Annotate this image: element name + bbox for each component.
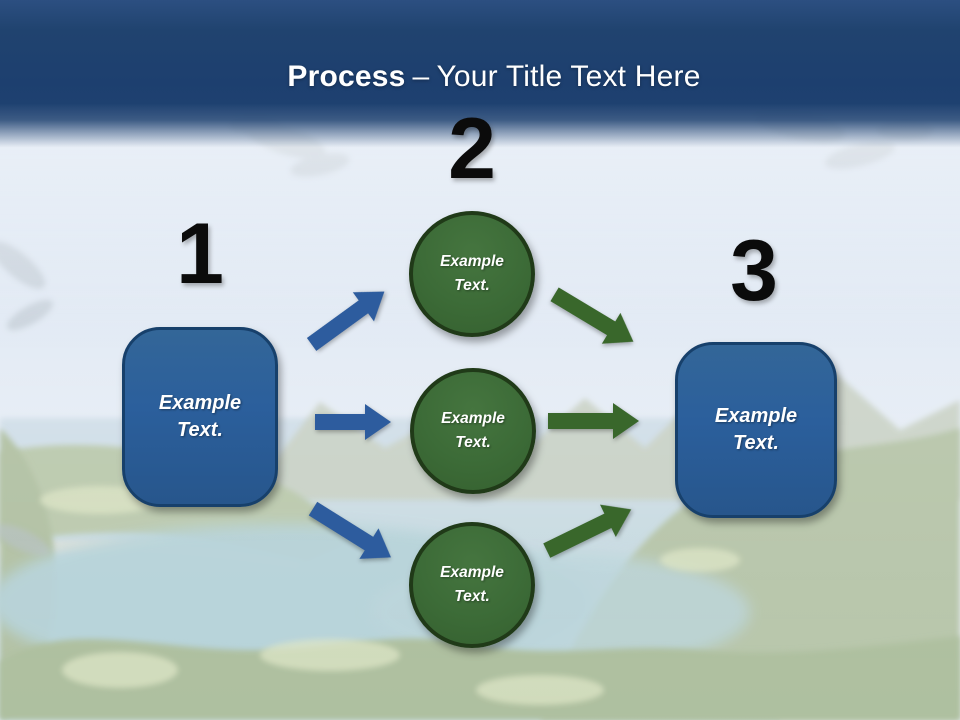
step-number-2: 2 xyxy=(448,101,496,197)
step-number-3: 3 xyxy=(730,223,778,319)
title-emphasis: Process xyxy=(287,60,406,93)
arrow-circle-top-to-box3-icon xyxy=(544,277,643,359)
header-band xyxy=(0,0,960,152)
process-circle-middle-label: Example Text. xyxy=(441,410,505,451)
slide-title: Process–Your Title Text Here xyxy=(0,59,960,95)
process-circle-top: Example Text. xyxy=(409,211,535,337)
title-rest: Your Title Text Here xyxy=(436,60,701,93)
process-circle-middle: Example Text. xyxy=(410,368,536,494)
process-circle-bottom-label: Example Text. xyxy=(440,564,504,605)
process-box-step1: Example Text. xyxy=(122,327,278,507)
process-circle-bottom: Example Text. xyxy=(409,522,535,648)
process-box-step3: Example Text. xyxy=(675,342,837,518)
step-number-1: 1 xyxy=(176,206,224,302)
process-circle-top-label: Example Text. xyxy=(440,253,504,294)
arrow-box1-to-circle-middle-icon xyxy=(315,402,391,442)
process-box-step1-label: Example Text. xyxy=(158,392,242,441)
arrow-circle-bottom-to-box3-icon xyxy=(538,491,640,568)
arrow-circle-middle-to-box3-icon xyxy=(548,401,639,441)
title-separator: – xyxy=(412,60,430,93)
arrow-box1-to-circle-bottom-icon xyxy=(302,492,401,575)
process-box-step3-label: Example Text. xyxy=(714,405,798,454)
arrow-box1-to-circle-top-icon xyxy=(300,275,396,360)
